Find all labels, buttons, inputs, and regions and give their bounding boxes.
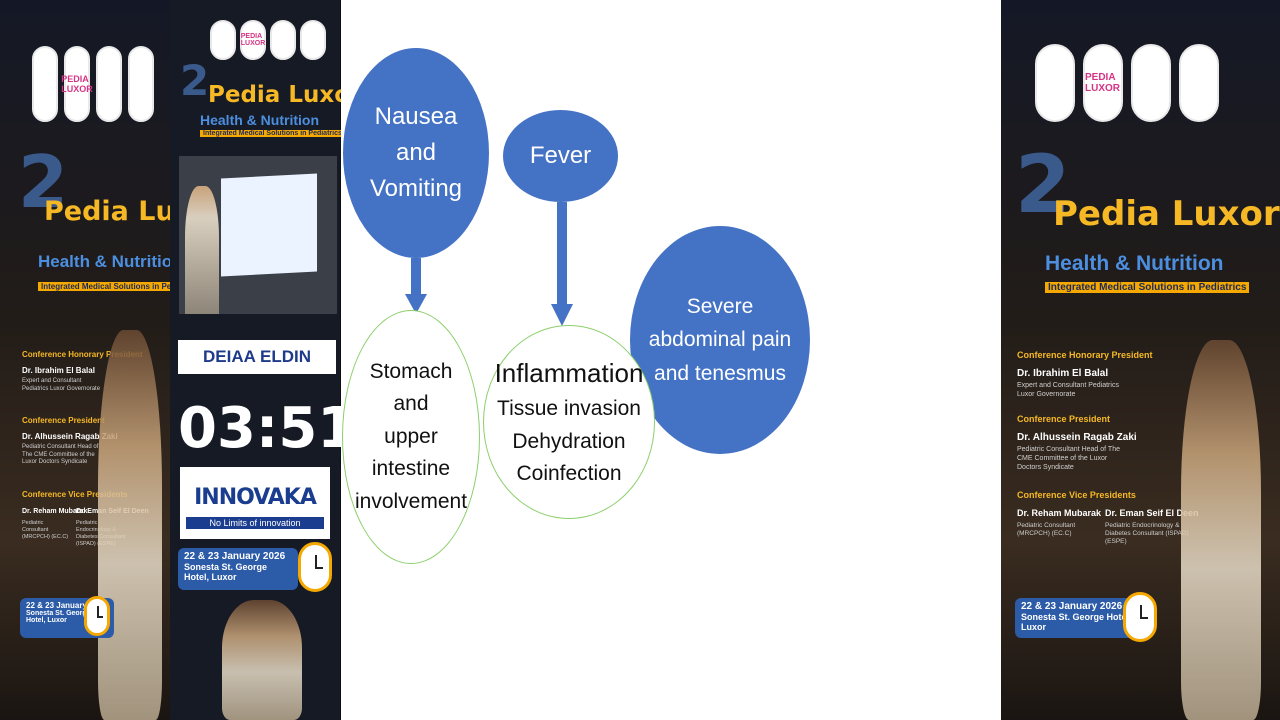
event-venue: Sonesta St. George Hotel, Luxor <box>26 610 91 624</box>
honorary-president-name: Dr. Ibrahim El Balal <box>22 366 95 375</box>
event-title: Pedia Luxor <box>44 196 170 227</box>
node-stomach-involvement: Stomach and upper intestine involvement <box>342 310 480 564</box>
speaker-name: DEIAA ELDIN <box>178 340 336 374</box>
university-logo <box>300 20 326 60</box>
event-date-box: 22 & 23 January 2026 Sonesta St. George … <box>178 548 298 590</box>
session-timer: 03:51 <box>178 396 357 461</box>
edition-number: 2 <box>180 56 210 105</box>
honorary-president-info: Expert and Consultant Pediatrics Luxor G… <box>22 378 101 392</box>
boy-figure-image <box>1181 340 1261 720</box>
pedia-luxor-logo: PEDIA LUXOR <box>61 46 93 122</box>
honorary-president-info: Expert and Consultant Pediatrics Luxor G… <box>1017 382 1119 398</box>
node-text-line: Stomach <box>369 359 453 383</box>
event-tagline: Health & Nutrition <box>1045 252 1224 275</box>
node-text-line: involvement <box>354 489 468 513</box>
presentation-slide: Nausea and Vomiting Fever Severe abdomin… <box>341 0 1001 720</box>
node-text-line: Tissue invasion <box>497 397 641 421</box>
event-venue: Sonesta St. George Hotel, Luxor <box>184 562 268 582</box>
sponsor-logos: PEDIA LUXOR <box>32 46 154 122</box>
vice-president-1-info: Pediatric Consultant (MRCPCH) (EC.C) <box>22 520 69 540</box>
vice-president-2-info: Pediatric Endocrinology & Diabetes Consu… <box>1105 522 1189 546</box>
node-text-line: Nausea <box>374 103 458 130</box>
speaker-panel: PEDIA LUXOR 2 Pedia Luxor Health & Nutri… <box>170 0 361 720</box>
node-text-line: upper <box>384 424 438 448</box>
vice-president-1-name: Dr. Reham Mubarak <box>22 508 88 515</box>
university-logo <box>128 46 154 122</box>
event-tagline: Health & Nutrition <box>200 112 319 128</box>
panel-logos: PEDIA LUXOR <box>210 20 326 60</box>
arrow-nausea-to-stomach <box>405 258 427 314</box>
president-name: Dr. Alhussein Ragab Zaki <box>22 432 118 441</box>
event-title: Pedia Luxor <box>1053 194 1280 234</box>
node-text-line: Fever <box>529 142 592 169</box>
node-text-line: and <box>393 392 429 416</box>
sponsor-logos: PEDIA LUXOR <box>1035 44 1219 122</box>
sponsor-tagline: No Limits of innovation <box>186 517 324 529</box>
arrow-fever-to-inflammation <box>551 202 573 326</box>
node-text-line: Severe <box>686 294 754 318</box>
egypt-ministry-logo <box>1035 44 1075 122</box>
president-info: Pediatric Consultant Head of The CME Com… <box>1017 446 1120 471</box>
egypt-ministry-logo <box>32 46 58 122</box>
syndicate-logo <box>1131 44 1171 122</box>
left-banner: PEDIA LUXOR 2 Pedia Luxor Health & Nutri… <box>0 0 170 720</box>
speaker-person <box>185 186 219 314</box>
speaker-video-feed[interactable] <box>179 156 337 314</box>
event-subtitle: Integrated Medical Solutions in Pediatri… <box>200 130 345 137</box>
president-heading: Conference President <box>1017 414 1111 424</box>
syndicate-logo <box>270 20 296 60</box>
event-tagline: Health & Nutrition <box>38 252 170 271</box>
honorary-president-name: Dr. Ibrahim El Balal <box>1017 368 1109 379</box>
vice-president-1-name: Dr. Reham Mubarak <box>1017 508 1102 518</box>
node-nausea-vomiting: Nausea and Vomiting <box>343 48 489 258</box>
boy-figure-image <box>98 330 162 720</box>
event-venue: Sonesta St. George Hotel, Luxor <box>1021 612 1132 632</box>
node-text-line: Vomiting <box>369 175 463 202</box>
clock-icon <box>298 542 332 592</box>
node-inflammation: Inflammation Tissue invasion Dehydration… <box>483 325 655 519</box>
syndicate-logo <box>96 46 122 122</box>
event-subtitle: Integrated Medical Solutions in Pediatri… <box>1045 282 1250 293</box>
node-text-line: and <box>395 139 437 166</box>
node-text-line: Dehydration <box>512 429 626 453</box>
president-name: Dr. Alhussein Ragab Zaki <box>1017 432 1137 443</box>
clock-icon <box>1123 592 1157 642</box>
node-text-line: abdominal pain <box>648 328 792 352</box>
node-title: Inflammation <box>494 358 644 389</box>
boy-figure-image <box>222 600 302 720</box>
president-heading: Conference President <box>22 416 105 425</box>
event-title: Pedia Luxor <box>208 82 362 108</box>
node-text-line: Coinfection <box>516 462 622 486</box>
node-fever: Fever <box>503 110 618 202</box>
pedia-luxor-logo: PEDIA LUXOR <box>240 20 266 60</box>
vice-presidents-heading: Conference Vice Presidents <box>22 490 128 499</box>
node-text-line: intestine <box>371 457 451 481</box>
edition-number: 2 <box>18 140 69 224</box>
vice-president-1-info: Pediatric Consultant (MRCPCH) (EC.C) <box>1017 522 1076 538</box>
clock-icon <box>84 596 110 636</box>
projector-screen <box>221 173 317 277</box>
right-banner: PEDIA LUXOR 2 Pedia Luxor Health & Nutri… <box>1001 0 1280 720</box>
event-date: 22 & 23 January 2026 <box>26 601 107 610</box>
event-subtitle: Integrated Medical Solutions in Pediatri… <box>38 282 170 291</box>
diagram-arrows <box>405 202 573 326</box>
node-severe-pain: Severe abdominal pain and tenesmus <box>630 226 810 454</box>
vice-president-2-name: Dr. Eman Seif El Deen <box>1105 508 1199 518</box>
sponsor-card: INNOVAKA No Limits of innovation <box>180 467 330 539</box>
honorary-president-heading: Conference Honorary President <box>22 350 143 359</box>
vice-presidents-heading: Conference Vice Presidents <box>1017 490 1136 500</box>
honorary-president-heading: Conference Honorary President <box>1017 350 1153 360</box>
egypt-ministry-logo <box>210 20 236 60</box>
node-text-line: and tenesmus <box>654 361 786 385</box>
event-date: 22 & 23 January 2026 <box>1021 601 1123 612</box>
university-logo <box>1179 44 1219 122</box>
edition-number: 2 <box>1015 138 1071 231</box>
president-info: Pediatric Consultant Head of The CME Com… <box>22 444 99 465</box>
pedia-luxor-logo: PEDIA LUXOR <box>1083 44 1123 122</box>
event-date: 22 & 23 January 2026 <box>184 551 286 562</box>
sponsor-brand: INNOVAKA <box>194 485 317 510</box>
